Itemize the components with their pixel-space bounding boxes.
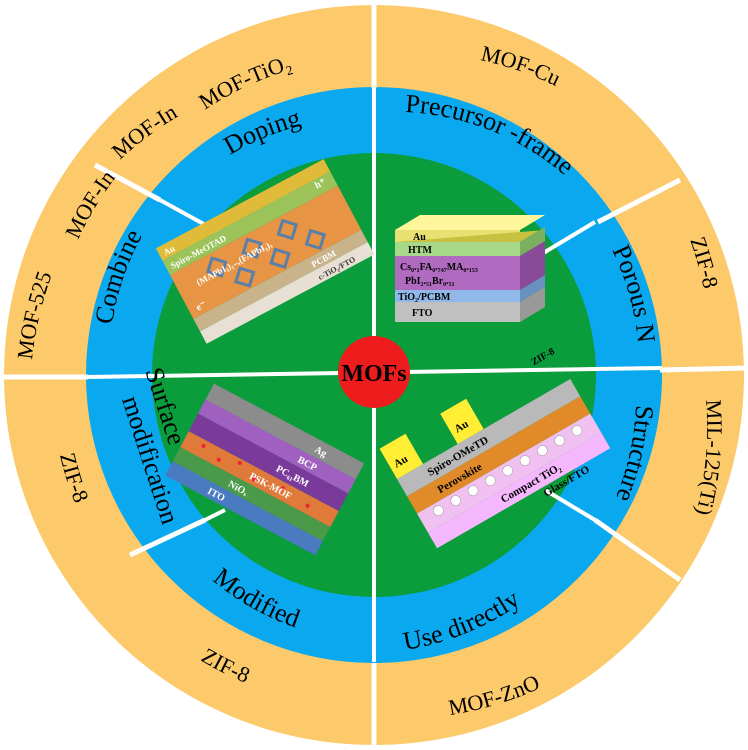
svg-text:TiO₂/PCBM: TiO₂/PCBM [398,292,451,303]
svg-text:h⁺: h⁺ [313,177,328,192]
layer-ctio2 [200,242,375,344]
layer-spiro [162,171,338,275]
svg-text:Au: Au [162,243,177,257]
svg-text:Au: Au [413,232,426,243]
svg-text:PbI₂.₅₁Br₀.₅₁: PbI₂.₅₁Br₀.₅₁ [405,276,455,287]
center-label: MOFs [341,361,406,387]
layer-perovskite [169,185,362,320]
device-top-right: Au HTM Cs₀.₁FA₀.₇₄₇MA₀.₁₅₃ PbI₂.₅₁Br₀.₅₁… [395,215,545,322]
layer-pcbm [193,229,368,332]
device-bottom-left: Ag BCP PC₆₁BM PSK-MOF NiOₓ ITO [165,383,365,556]
center-circle [338,336,410,408]
svg-text:Cs₀.₁FA₀.₇₄₇MA₀.₁₅₃: Cs₀.₁FA₀.₇₄₇MA₀.₁₅₃ [400,262,478,273]
layer-au [155,159,331,261]
svg-text:HTM: HTM [408,245,432,256]
svg-text:FTO: FTO [412,308,433,319]
svg-text:Ag: Ag [312,444,328,459]
device-top-left: Au Spiro-MeOTAD (MAPbI₃)₁₋ₓ(FAPbI₃)ₓ PCB… [155,159,375,344]
svg-text:e⁻: e⁻ [194,299,208,313]
